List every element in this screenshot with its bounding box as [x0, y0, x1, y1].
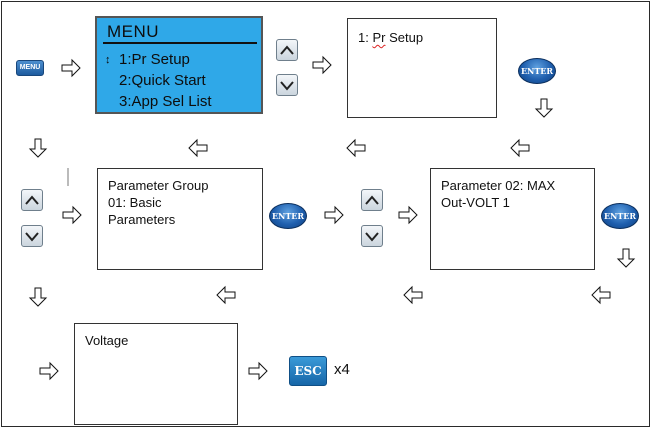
hollow-arrow-icon [324, 205, 344, 225]
hollow-arrow-icon [510, 138, 530, 158]
lcd-divider [103, 42, 257, 44]
esc-repeat-count: x4 [334, 361, 350, 378]
hollow-arrow-icon [534, 98, 554, 118]
lcd-title: MENU [107, 22, 160, 41]
pr-setup-number: 1: [358, 30, 369, 45]
up-arrow-key-icon[interactable] [21, 189, 43, 211]
pr-setup-suffix: Setup [385, 30, 424, 45]
hollow-arrow-icon [61, 58, 81, 78]
down-arrow-key-icon[interactable] [21, 225, 43, 247]
hollow-arrow-icon [312, 55, 332, 75]
hollow-arrow-icon [216, 285, 236, 305]
hollow-arrow-icon [403, 285, 423, 305]
hollow-arrow-icon [616, 248, 636, 268]
selector-icon: ↕ [105, 54, 111, 66]
menu-key[interactable]: MENU [16, 60, 44, 76]
screen-pr-setup: 1: Pr Setup [347, 18, 497, 118]
down-arrow-key-icon[interactable] [276, 74, 298, 96]
lcd-menu-display: MENU ↕ 1:Pr Setup 2:Quick Start 3:App Se… [95, 16, 263, 114]
hollow-arrow-icon [28, 287, 48, 307]
screen-voltage: Voltage [74, 323, 238, 425]
screen-parameter-max-out-volt: Parameter 02: MAX Out-VOLT 1 [430, 168, 595, 270]
hollow-arrow-icon [62, 205, 82, 225]
enter-key-2[interactable]: ENTER [269, 203, 307, 229]
hollow-arrow-icon [346, 138, 366, 158]
hollow-arrow-icon [398, 205, 418, 225]
lcd-item-quick-start: 2:Quick Start [119, 72, 206, 89]
up-arrow-key-icon[interactable] [276, 39, 298, 61]
screen-parameter-group: Parameter Group 01: Basic Parameters [97, 168, 263, 270]
enter-key-3[interactable]: ENTER [601, 203, 639, 229]
hollow-arrow-icon [591, 285, 611, 305]
hollow-arrow-icon [248, 361, 268, 381]
lcd-item-app-sel-list: 3:App Sel List [119, 93, 212, 110]
hollow-arrow-icon [28, 138, 48, 158]
down-arrow-key-icon[interactable] [361, 225, 383, 247]
hollow-arrow-icon [39, 361, 59, 381]
esc-key[interactable]: ESC [289, 356, 327, 386]
up-arrow-key-icon[interactable] [361, 189, 383, 211]
pr-setup-prefix: Pr [372, 30, 386, 45]
hollow-arrow-icon [188, 138, 208, 158]
lcd-item-pr-setup: 1:Pr Setup [119, 51, 190, 68]
enter-key-1[interactable]: ENTER [518, 58, 556, 84]
